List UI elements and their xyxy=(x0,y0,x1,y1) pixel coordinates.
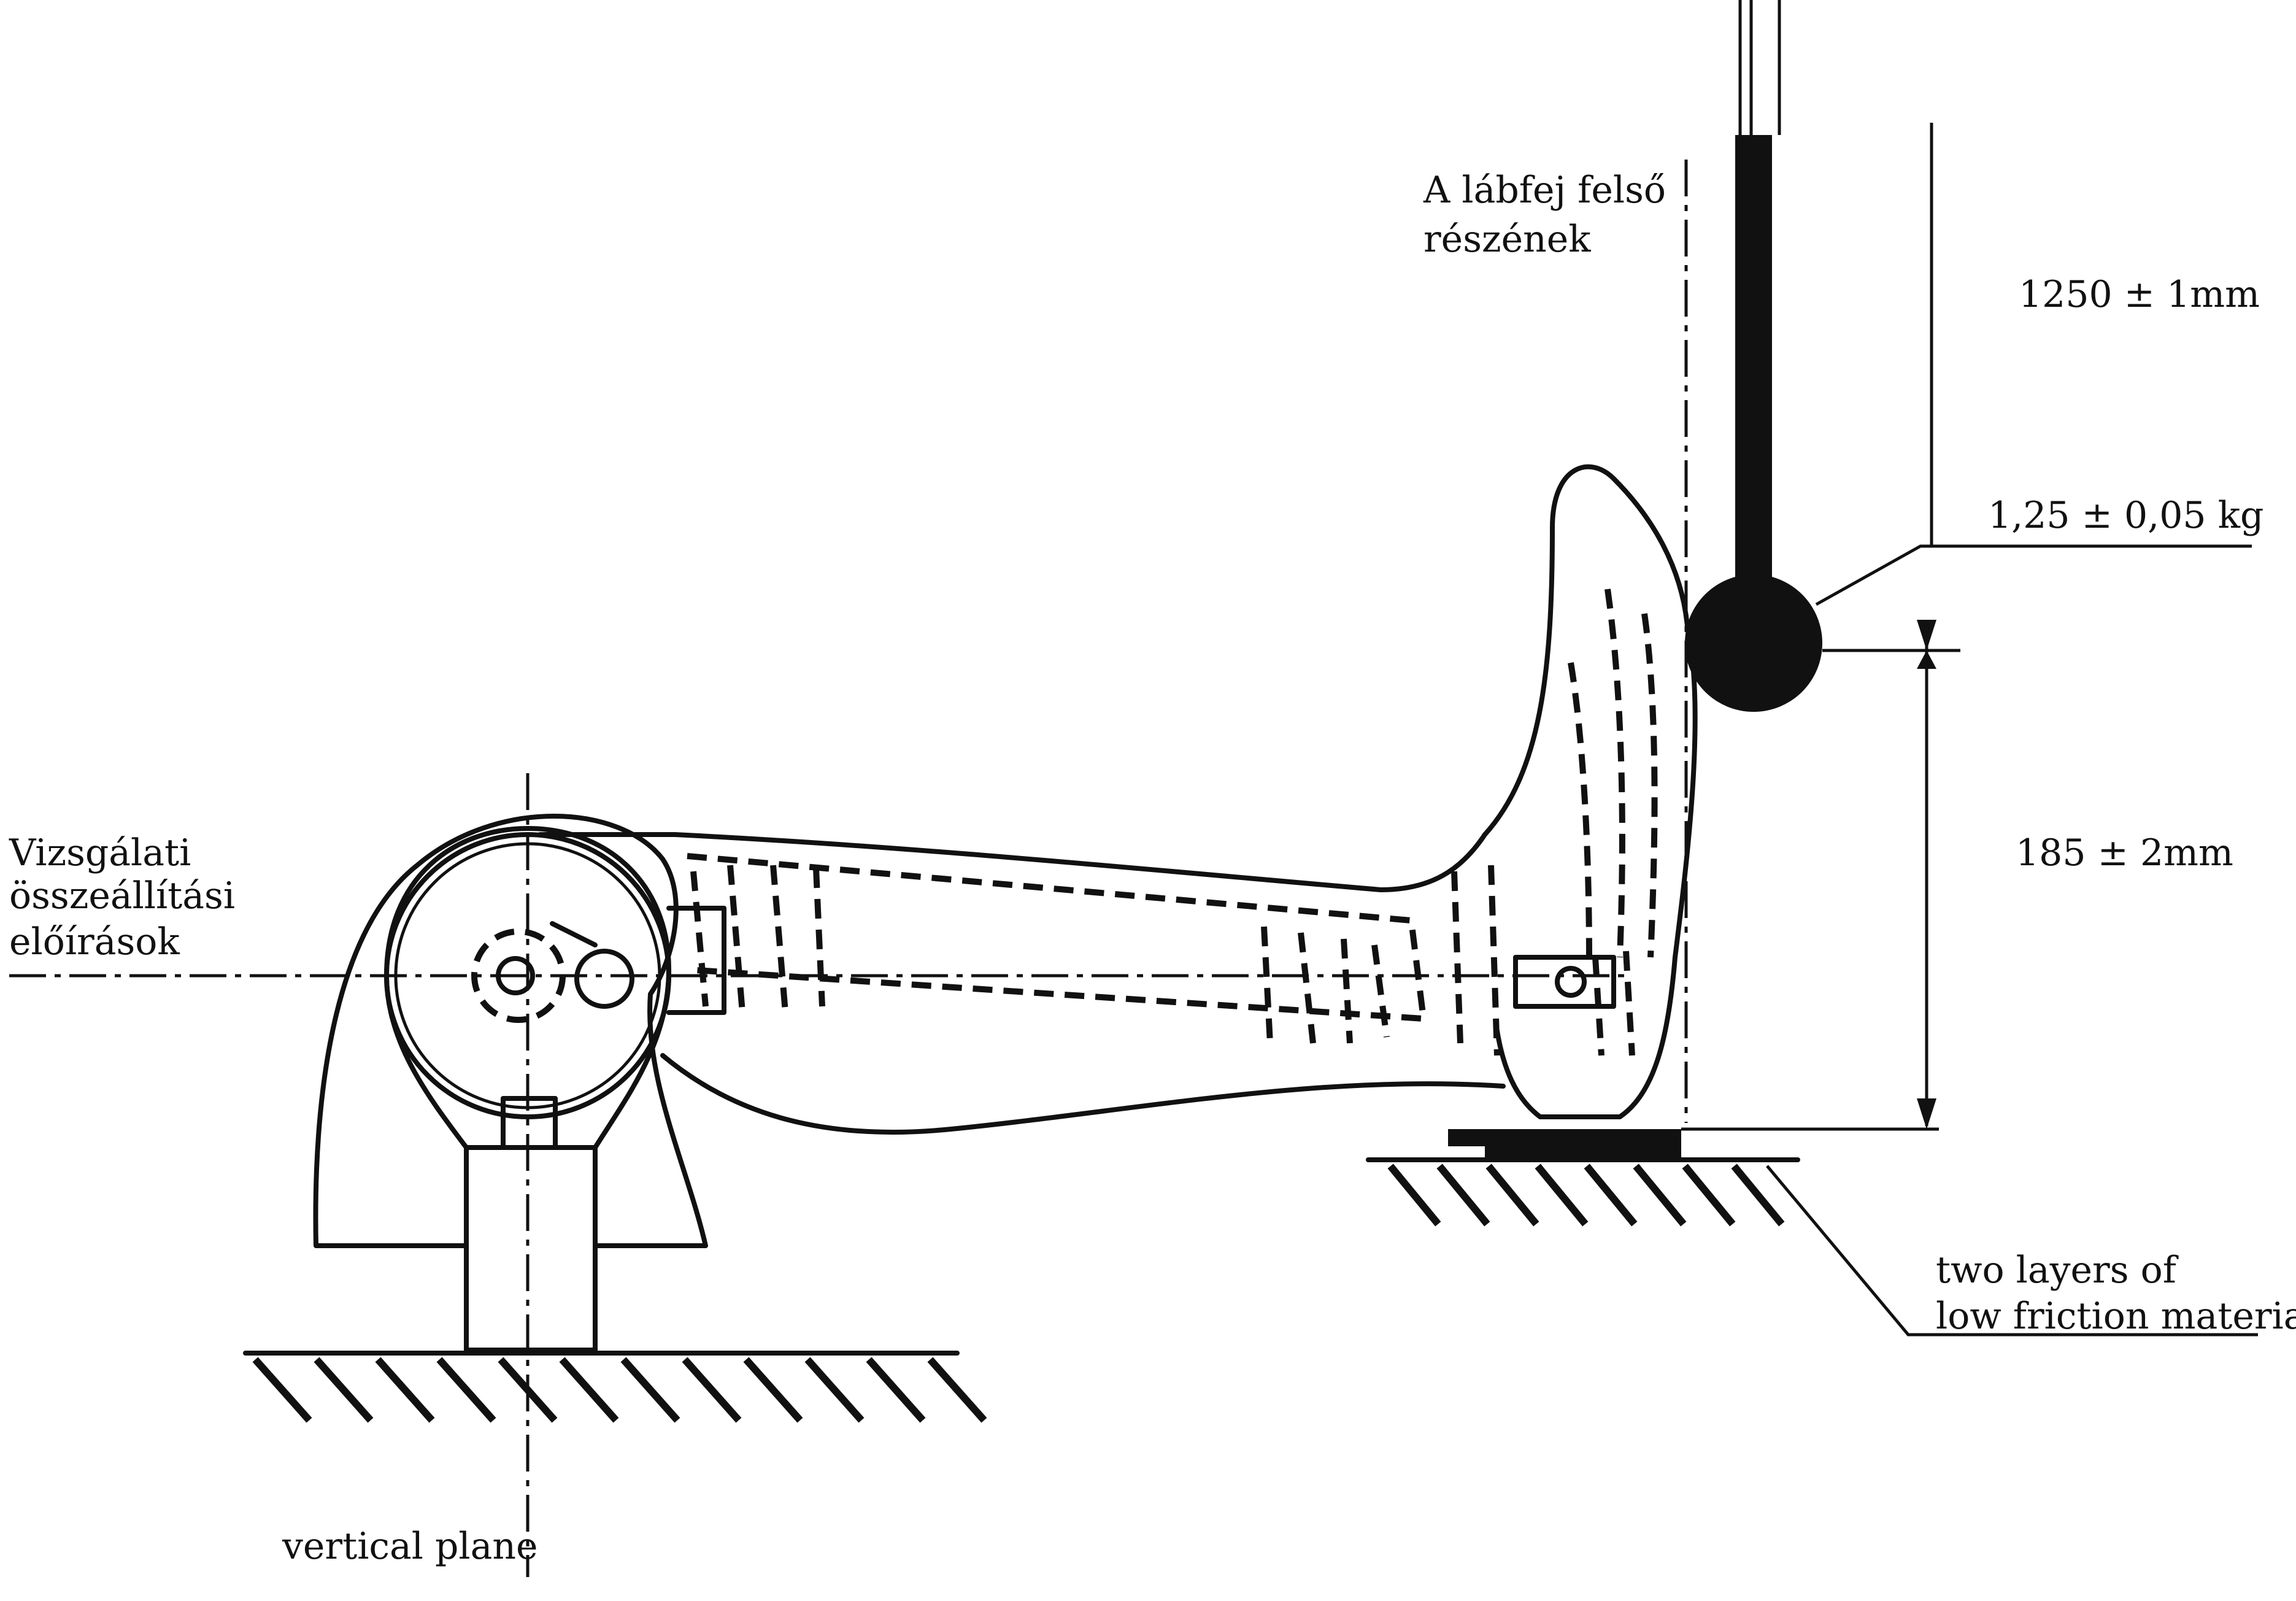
dim-185-arrow-bottom xyxy=(1917,1098,1936,1129)
leg-form xyxy=(537,832,1506,1135)
impactor-ball xyxy=(1685,574,1822,712)
friction-leader-line xyxy=(1766,1165,2258,1337)
foot-form xyxy=(1451,464,1698,1119)
support-column xyxy=(464,1145,598,1352)
tibia-outline xyxy=(687,853,1427,1022)
ankle-joint xyxy=(1513,955,1616,1009)
height-total-label: 1250 ± 1mm xyxy=(2019,273,2260,316)
mass-label: 1,25 ± 0,05 kg xyxy=(1988,494,2263,537)
shin-upper-edge xyxy=(537,832,1487,892)
foot-bones xyxy=(1568,588,1658,958)
pendulum-rod xyxy=(1735,135,1772,595)
vertical-plane-label: vertical plane xyxy=(282,1525,538,1568)
ankle-ribs xyxy=(1451,865,1635,1056)
test-setup-label-line3: előírások xyxy=(9,920,180,963)
mass-leader-line xyxy=(1815,544,2252,606)
left-ground-hatching xyxy=(252,1357,987,1423)
tibia-ribs-left xyxy=(690,865,825,1013)
test-setup-label-line1: Vizsgálati xyxy=(9,831,191,874)
knee-clamp xyxy=(666,906,726,1015)
upper-foot-label-line1: A lábfej felső xyxy=(1423,169,1666,212)
friction-layer-1 xyxy=(1448,1129,1681,1146)
pivot-fairing xyxy=(313,814,708,1248)
height-ball-label: 185 ± 2mm xyxy=(2016,831,2233,874)
ankle-bolt xyxy=(1555,966,1587,998)
left-ground xyxy=(243,1351,987,1423)
tibia-ribs-right xyxy=(1261,926,1390,1044)
test-setup-label-line2: összeállítási xyxy=(9,874,235,917)
knee-link xyxy=(550,921,598,947)
dimensions xyxy=(1681,123,2258,1337)
low-friction-label-line2: low friction material xyxy=(1936,1295,2296,1338)
right-ground-hatching xyxy=(1387,1163,1785,1227)
upper-foot-label-line2: részének xyxy=(1423,218,1591,261)
labels: A lábfej felső részének 1250 ± 1mm 1,25 … xyxy=(9,169,2296,1568)
friction-layer-2 xyxy=(1485,1146,1681,1157)
right-ground xyxy=(1366,1129,1800,1227)
dim-185-arrow-upper xyxy=(1917,650,1936,669)
shin-lower-edge xyxy=(660,1053,1506,1135)
pivot-assembly xyxy=(313,773,708,1577)
foot-outline xyxy=(1482,464,1698,1119)
low-friction-label-line1: two layers of xyxy=(1936,1249,2179,1292)
knee-bolt xyxy=(574,949,634,1009)
dim-185-arrow-top xyxy=(1917,620,1936,650)
impactor xyxy=(1684,0,1822,1123)
